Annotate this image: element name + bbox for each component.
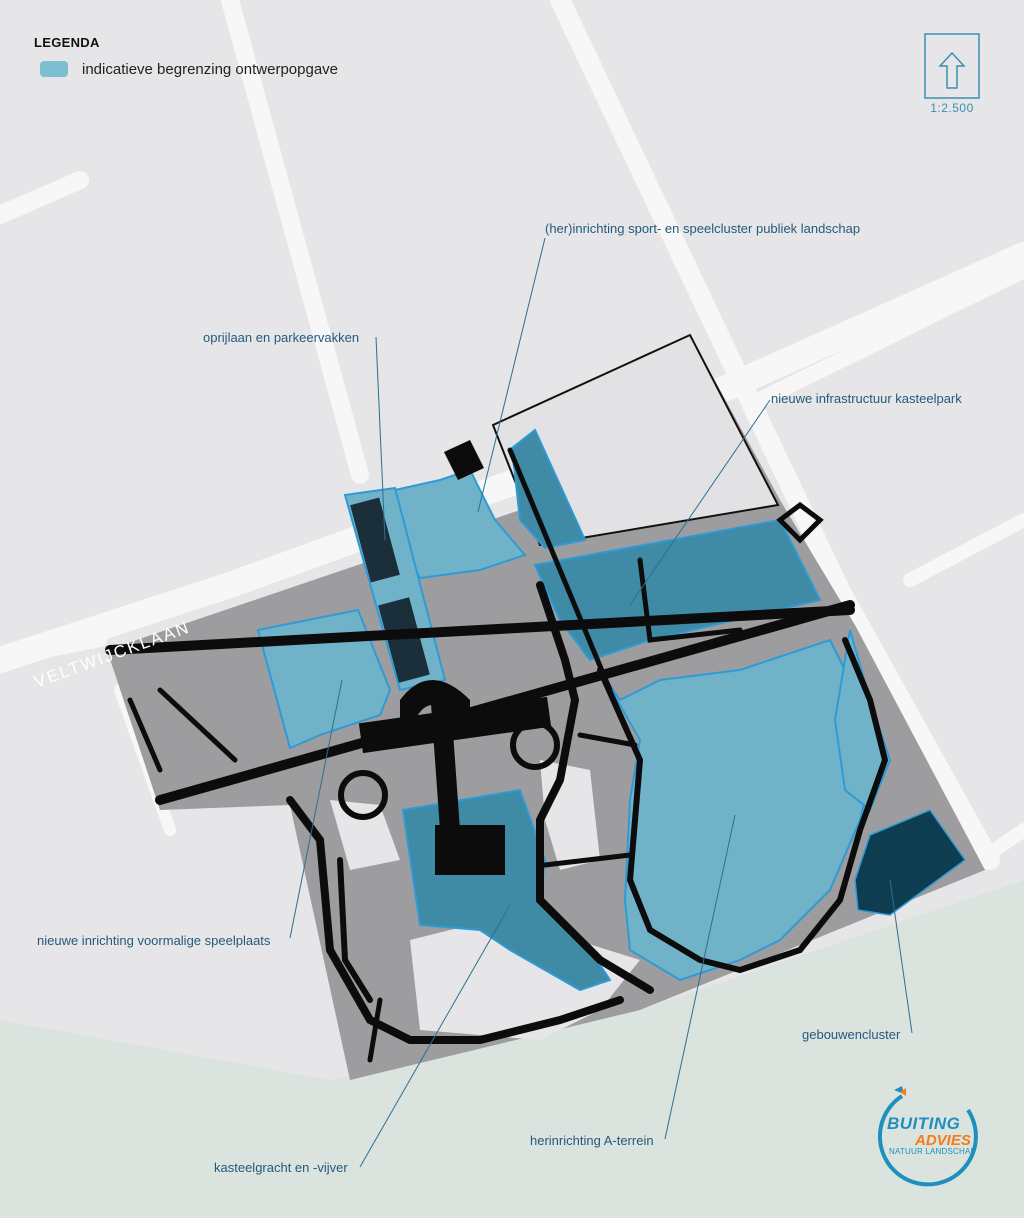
parking-bays [350,497,430,683]
legend-item-label: indicatieve begrenzing ontwerpopgave [82,61,339,78]
castle-complex [338,680,560,875]
sport-building [444,440,484,480]
logo-line3: NATUUR LANDSCHAP [889,1147,977,1156]
label-oprijlaan: oprijlaan en parkeervakken [203,330,360,345]
label-kasteelgracht: kasteelgracht en -vijver [214,1160,348,1175]
label-a-terrein: herinrichting A-terrein [530,1133,654,1148]
zone-a-terrein [599,638,882,982]
paths [105,447,889,1063]
zone-sport-east [510,428,587,550]
buildings [854,809,967,916]
label-infrastructuur: nieuwe infrastructuur kasteelpark [771,391,962,406]
gebouwen [854,809,967,916]
logo-line1: BUITING [887,1114,961,1133]
label-speelplaats: nieuwe inrichting voormalige speelplaats [37,933,271,948]
buiting-logo-icon [877,1086,978,1187]
north-arrow-icon [924,33,980,99]
legend-swatch [40,61,68,77]
legend-title: LEGENDA [34,35,100,50]
southern-area [0,880,1024,1218]
scale-label: 1:2.500 [930,101,974,115]
label-sport: (her)inrichting sport- en speelcluster p… [545,221,861,236]
logo-line2: ADVIES [915,1132,971,1149]
design-zones [256,468,892,982]
label-gebouwencluster: gebouwencluster [802,1027,901,1042]
leader-lines [289,237,913,1168]
